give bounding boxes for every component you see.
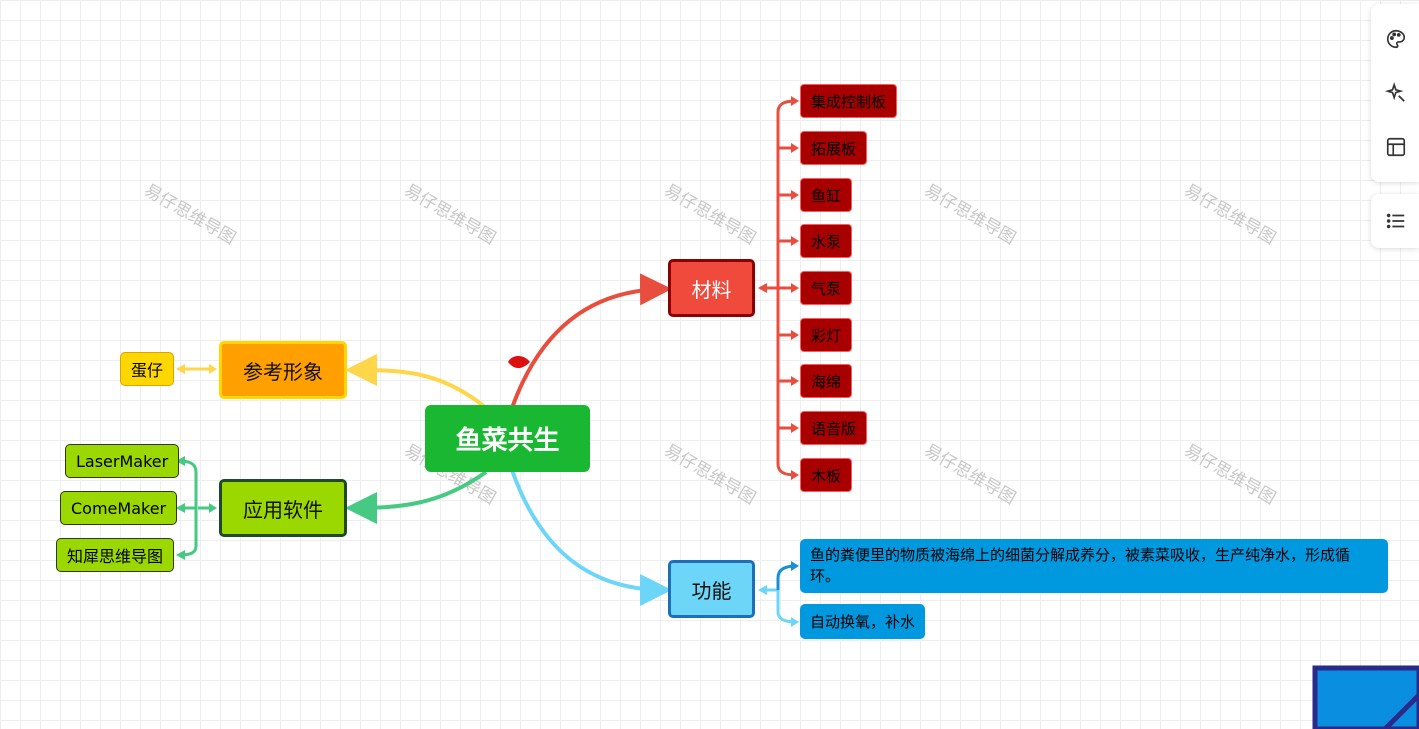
subtopic-material[interactable]: 语音版 [800, 411, 868, 445]
side-toolbar [1371, 4, 1419, 182]
topic-software[interactable]: 应用软件 [219, 479, 347, 537]
subtopic-material[interactable]: 木板 [800, 458, 853, 492]
subtopic-material[interactable]: 气泵 [800, 271, 853, 305]
subtopic-material[interactable]: 集成控制板 [800, 84, 898, 118]
subtopic-software[interactable]: ComeMaker [60, 491, 178, 525]
sparkle-icon[interactable] [1384, 82, 1407, 104]
palette-icon[interactable] [1385, 28, 1407, 50]
subtopic-material[interactable]: 海绵 [800, 364, 853, 398]
subtopic-function[interactable]: 自动换氧，补水 [800, 604, 926, 639]
list-icon[interactable] [1385, 210, 1407, 232]
side-toolbar-outline [1371, 194, 1419, 248]
topic-reference[interactable]: 参考形象 [219, 341, 347, 399]
subtopic-material[interactable]: 彩灯 [800, 318, 853, 352]
corner-shape [1312, 665, 1419, 729]
subtopic-material[interactable]: 鱼缸 [800, 178, 853, 212]
subtopic-reference[interactable]: 蛋仔 [120, 352, 174, 386]
subtopic-material[interactable]: 拓展板 [800, 131, 868, 165]
subtopic-material[interactable]: 水泵 [800, 224, 853, 258]
subtopic-function[interactable]: 鱼的粪便里的物质被海绵上的细菌分解成养分，被素菜吸收，生产纯净水，形成循环。 [800, 539, 1388, 593]
topic-function[interactable]: 功能 [668, 560, 755, 618]
topic-materials[interactable]: 材料 [668, 259, 755, 317]
subtopic-software[interactable]: 知犀思维导图 [56, 538, 175, 572]
layout-icon[interactable] [1385, 136, 1407, 158]
subtopic-software[interactable]: LaserMaker [65, 444, 180, 478]
root-topic[interactable]: 鱼菜共生 [425, 405, 590, 472]
